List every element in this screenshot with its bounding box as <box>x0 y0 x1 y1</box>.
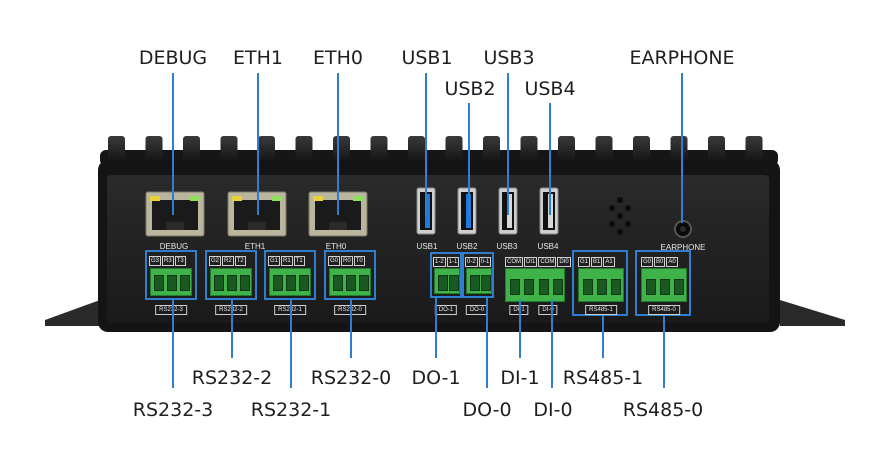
leader-usb4 <box>549 103 551 215</box>
foot-do-1: DO-1 <box>434 305 458 315</box>
box-rs232-1 <box>264 250 316 300</box>
leader-rs485-0 <box>663 316 665 388</box>
box-do-0 <box>462 252 494 298</box>
label-usb2: USB2 <box>444 78 496 100</box>
terminal-rs232-1 <box>269 268 311 296</box>
terminal-di <box>505 268 565 302</box>
label-di-0: DI-0 <box>533 399 573 421</box>
label-do-0: DO-0 <box>462 399 512 421</box>
foot-di-0: DI-0 <box>538 305 558 315</box>
box-rs232-3 <box>145 250 197 300</box>
label-rs232-1: RS232-1 <box>250 399 332 421</box>
terminal-do-1 <box>434 268 460 294</box>
label-rs485-0: RS485-0 <box>622 399 704 421</box>
label-eth0: ETH0 <box>313 47 363 69</box>
terminal-rs232-3 <box>150 268 192 296</box>
label-debug: DEBUG <box>138 47 208 69</box>
silk-usb3: USB3 <box>496 242 518 251</box>
leader-do-1 <box>435 298 437 358</box>
foot-rs485-0: RS485-0 <box>648 305 680 315</box>
silk-usb1: USB1 <box>416 242 438 251</box>
box-do-1 <box>430 252 462 298</box>
label-usb4: USB4 <box>524 78 576 100</box>
silk-earphone: EARPHONE <box>660 243 706 252</box>
box-rs232-0 <box>324 250 376 300</box>
label-rs232-3: RS232-3 <box>132 399 214 421</box>
label-usb1: USB1 <box>401 47 453 69</box>
label-earphone: EARPHONE <box>629 47 735 69</box>
box-rs485-0 <box>635 250 691 316</box>
label-eth1: ETH1 <box>233 47 283 69</box>
silk-debug: DEBUG <box>159 242 189 251</box>
label-rs485-1: RS485-1 <box>562 367 644 389</box>
leader-rs232-1 <box>290 300 292 388</box>
label-usb3: USB3 <box>483 47 535 69</box>
terminal-rs485-0 <box>641 268 687 302</box>
label-rs232-0: RS232-0 <box>310 367 392 389</box>
leader-do-0 <box>486 298 488 388</box>
terminal-rs232-2 <box>210 268 252 296</box>
terminal-rs232-0 <box>329 268 371 296</box>
leader-rs485-1 <box>602 316 604 358</box>
silk-eth1: ETH1 <box>244 242 266 251</box>
leader-usb2 <box>468 103 470 215</box>
foot-rs485-1: RS485-1 <box>585 305 617 315</box>
silk-usb4: USB4 <box>537 242 559 251</box>
leader-rs232-0 <box>350 300 352 358</box>
leader-usb1 <box>425 73 427 215</box>
label-di-1: DI-1 <box>500 367 540 389</box>
silk-usb2: USB2 <box>456 242 478 251</box>
label-rs232-2: RS232-2 <box>191 367 273 389</box>
leader-eth0 <box>337 73 339 215</box>
foot-rs232-3: RS232-3 <box>155 305 187 315</box>
foot-do-0: DO-0 <box>465 305 489 315</box>
silk-eth0: ETH0 <box>325 242 347 251</box>
leader-usb3 <box>507 73 509 215</box>
leader-rs232-3 <box>172 300 174 388</box>
leader-debug <box>172 73 174 215</box>
box-rs485-1 <box>572 250 628 316</box>
terminal-do-0 <box>466 268 492 294</box>
terminal-rs485-1 <box>578 268 624 302</box>
box-rs232-2 <box>205 250 257 300</box>
leader-rs232-2 <box>231 300 233 358</box>
leader-earphone <box>681 73 683 223</box>
leader-di-0 <box>551 300 553 388</box>
label-do-1: DO-1 <box>411 367 461 389</box>
leader-di-1 <box>519 300 521 358</box>
leader-eth1 <box>257 73 259 215</box>
